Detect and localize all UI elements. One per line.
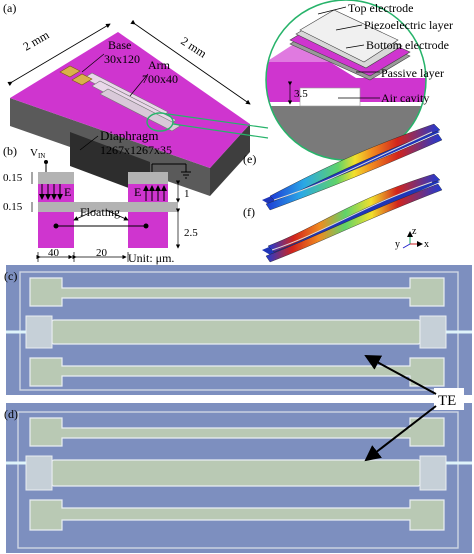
width-right-label: 2 mm — [178, 34, 209, 61]
base-dims-label: 30x120 — [104, 52, 140, 66]
thickness-piezo-label: 1 — [184, 188, 190, 200]
te-arrow-d — [364, 405, 437, 462]
beam-c-top — [29, 277, 445, 307]
base-label: Base — [108, 38, 131, 52]
field-arrows-right — [143, 185, 167, 201]
panel-a: (a) 2 mm 2 mm Base 30x120 Arm 700x40 Dia… — [3, 0, 453, 196]
chip-side-right — [210, 124, 250, 196]
arm-dims-label: 700x40 — [142, 72, 178, 86]
panel-f-label: (f) — [243, 205, 255, 219]
layer-labels: Top electrode Piezoelectric layer Bottom… — [287, 1, 453, 105]
panel-e-f: (e) (f) z x y — [243, 123, 443, 263]
beam-d-bottom — [29, 499, 445, 531]
panel-d-label: (d) — [4, 407, 18, 421]
right-top-electrode — [128, 172, 168, 184]
layer-label-air-cavity: Air cavity — [381, 91, 429, 105]
panel-d: (d) — [4, 403, 472, 553]
beam-d-middle — [51, 459, 421, 487]
te-arrow-c — [364, 355, 437, 395]
panel-c-label: (c) — [4, 269, 17, 283]
width-left-dim: 40 — [48, 247, 60, 259]
zoom-highlight-ellipse — [146, 112, 174, 132]
field-arrows-left — [39, 184, 63, 200]
zoom-circle-content — [266, 0, 426, 160]
axes-triad: z x y — [395, 226, 429, 250]
field-right-label: E — [134, 185, 141, 199]
zoom-line-lower — [172, 123, 269, 139]
dim-line-right — [130, 19, 251, 105]
left-top-electrode — [38, 172, 74, 184]
beam-d-top — [29, 417, 445, 447]
diaphragm-leader — [79, 135, 99, 151]
axis-z-label: z — [412, 226, 417, 237]
panel-b-label: (b) — [3, 144, 17, 158]
floating-label: Floating — [80, 205, 120, 219]
te-annotation: TE — [364, 355, 464, 462]
axis-y-label: y — [395, 239, 400, 250]
mode-shape-f — [262, 173, 443, 263]
left-passive — [38, 212, 74, 248]
vin-label: VIN — [30, 147, 45, 160]
panel-b: (b) VIN — [3, 144, 198, 265]
arm-leader — [129, 73, 149, 97]
unit-label: Unit: μm. — [128, 251, 174, 265]
mode-shape-e — [262, 123, 443, 211]
base-leader — [81, 53, 105, 73]
arm-label: Arm — [148, 58, 171, 72]
beam-c-bottom — [29, 357, 445, 387]
te-label-bg — [434, 388, 464, 410]
thickness-top-label: 0.15 — [3, 172, 23, 184]
diaphragm-label: Diaphragm — [100, 128, 158, 143]
layer-label-passive: Passive layer — [381, 66, 444, 80]
panel-c: (c) — [4, 265, 472, 395]
zoom-line-upper — [167, 113, 269, 129]
width-left-label: 2 mm — [21, 27, 53, 53]
diaphragm-dims-label: 1267x1267x35 — [100, 143, 172, 157]
right-passive — [128, 212, 168, 248]
layer-label-bottom-electrode: Bottom electrode — [366, 38, 449, 52]
panel-e-label: (e) — [243, 152, 256, 166]
layer-label-piezoelectric: Piezoelectric layer — [364, 18, 453, 32]
axis-x-label: x — [424, 239, 429, 250]
panel-a-label: (a) — [3, 1, 16, 15]
width-gap-dim: 20 — [96, 247, 108, 259]
beam-c-middle — [51, 319, 421, 345]
te-label: TE — [438, 393, 456, 409]
thickness-passive-label: 2.5 — [184, 227, 198, 239]
thickness-bottom-electrode-label: 0.15 — [3, 201, 23, 213]
gap-label: 3.5 — [294, 88, 308, 100]
field-left-label: E — [64, 185, 71, 199]
dim-line-left — [7, 23, 111, 87]
layer-label-top-electrode: Top electrode — [348, 1, 413, 15]
